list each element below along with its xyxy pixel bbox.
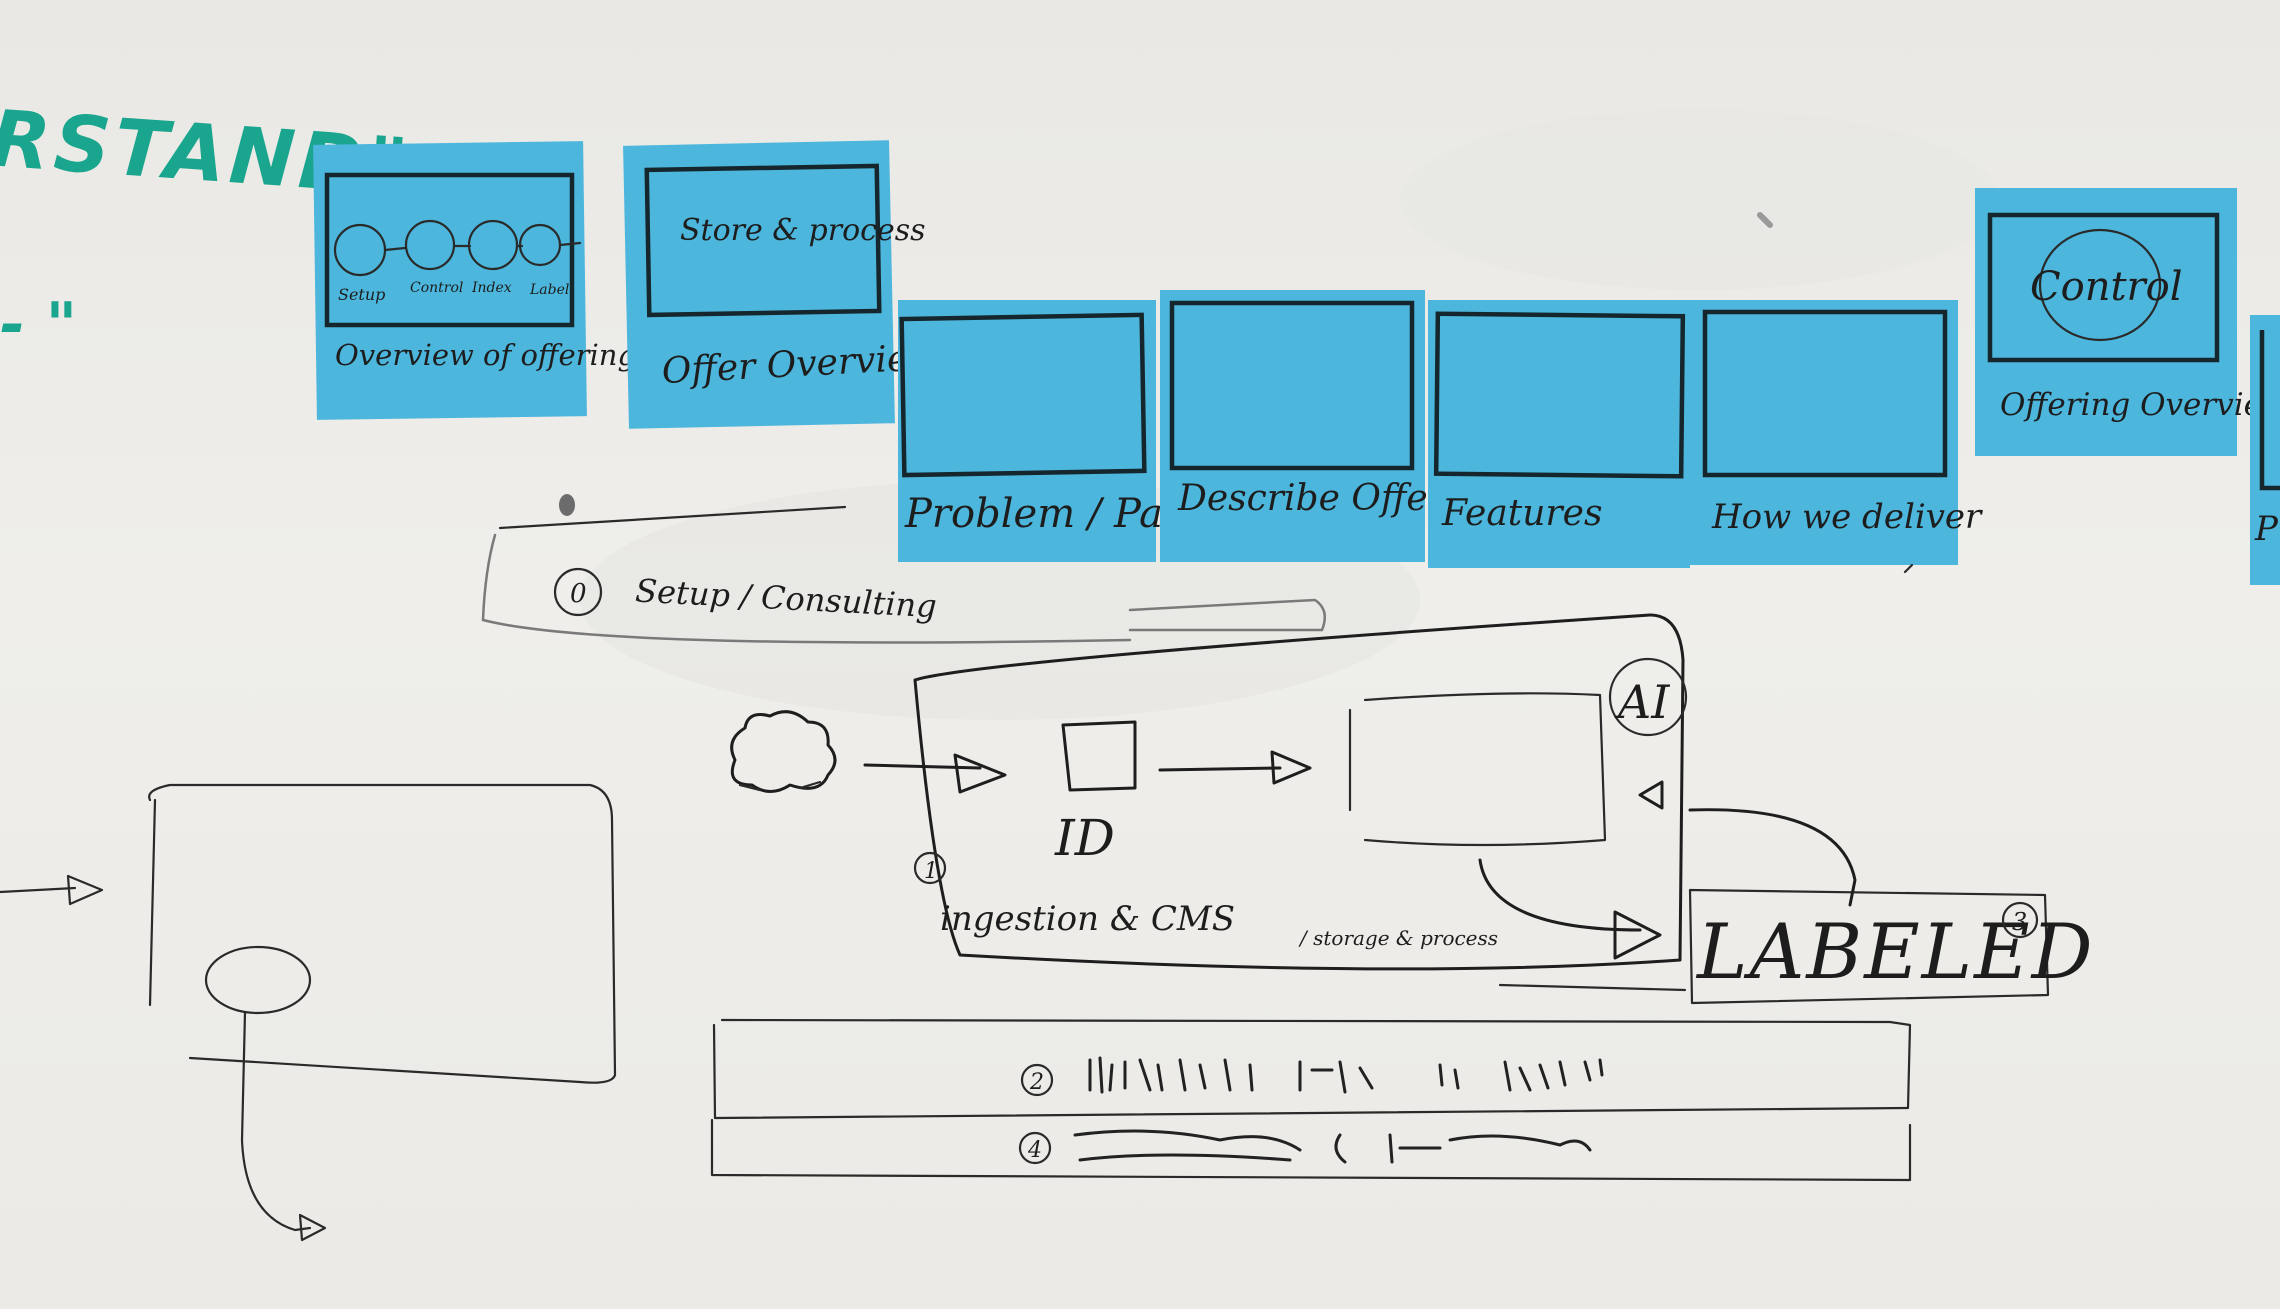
sticky-note-how-we-deliver: How we deliver <box>1690 300 1983 565</box>
step-two-number: 2 <box>1029 1070 1044 1095</box>
sticky-note-partial: Pr <box>2250 315 2280 585</box>
sketch-label-control: Control <box>410 280 463 296</box>
step-four-number: 4 <box>1027 1138 1042 1163</box>
ingestion-sublabel: / storage & process <box>1298 926 1498 950</box>
step-four-badge <box>1018 1131 1052 1165</box>
step-one-badge <box>913 851 947 885</box>
ai-badge-label: AI <box>1614 675 1670 729</box>
sticky-caption: Problem / Pain <box>904 491 1202 537</box>
left-sketch <box>0 783 617 1242</box>
step-four-bar: 4 <box>710 1118 1912 1182</box>
step-three-badge <box>2001 901 2039 939</box>
setup-consulting-box: 0 Setup / Consulting <box>481 494 1327 644</box>
sketch-label-label: Label <box>529 282 569 298</box>
sticky-note-overview-of-offering: Setup Control Index Label Overview of of… <box>313 141 636 420</box>
sticky-caption: Offering Overview <box>2000 387 2280 423</box>
labeled-label: LABELED <box>1695 907 2095 996</box>
sticky-caption: Overview of offering <box>335 338 636 372</box>
id-box <box>1061 720 1137 792</box>
sticky-note-offer-overview: Store & process Offer Overview <box>623 140 940 429</box>
ai-badge <box>1608 657 1688 737</box>
sketch-label-setup: Setup <box>338 285 385 304</box>
step-two-badge <box>1020 1063 1054 1097</box>
sticky-note-features: Features <box>1428 300 1690 568</box>
sticky-note-offering-overview: Control Offering Overview <box>1975 188 2280 456</box>
storage-box <box>1348 692 1607 847</box>
labeled-box: LABELED 3 <box>1478 808 2095 1005</box>
step-zero-number: 0 <box>570 579 587 609</box>
ingestion-cms-box: AI ID 1 ingestion & CMS / storage & proc… <box>730 613 1688 971</box>
step-two-bar: 2 <box>712 1018 1912 1120</box>
sticky-caption: Features <box>1441 493 1602 534</box>
step-three-number: 3 <box>2012 908 2027 936</box>
sticky-note-problem-pain: Problem / Pain <box>898 300 1202 562</box>
control-ring-icon <box>2038 228 2162 342</box>
sketch-text-control: Control <box>2030 264 2183 310</box>
sketch-label-index: Index <box>471 280 512 296</box>
step-zero-badge <box>553 567 603 617</box>
sticky-caption: Describe Offer <box>1177 478 1447 519</box>
sketch-text-store-process: Store & process <box>680 213 926 248</box>
stray-mark: - " <box>0 290 77 360</box>
sticky-note-describe-offer: Describe Offer <box>1160 290 1447 562</box>
id-label: ID <box>1054 809 1115 867</box>
cloud-icon <box>730 710 837 793</box>
sticky-caption: Pr <box>2254 509 2280 549</box>
ingestion-label: ingestion & CMS <box>940 899 1235 939</box>
step-one-number: 1 <box>924 859 938 884</box>
sticky-caption: How we deliver <box>1711 497 1983 537</box>
